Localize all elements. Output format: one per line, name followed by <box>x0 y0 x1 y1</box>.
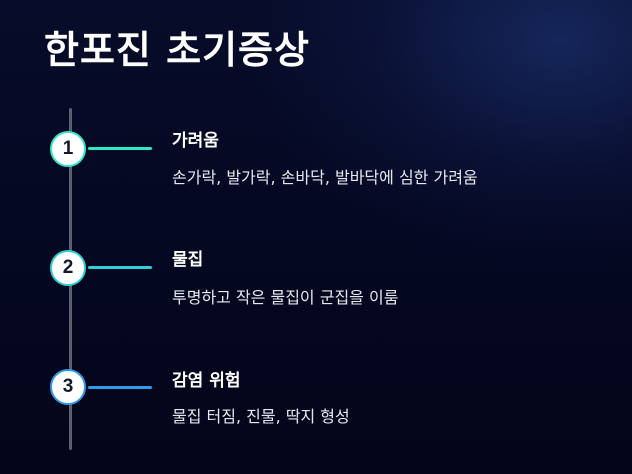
step-description: 물집 터짐, 진물, 딱지 형성 <box>172 407 350 426</box>
step-description: 투명하고 작은 물집이 군집을 이룸 <box>172 288 399 307</box>
step-number-badge: 3 <box>50 369 86 405</box>
step-description: 손가락, 발가락, 손바닥, 발바닥에 심한 가려움 <box>172 168 478 187</box>
step-number-badge: 1 <box>50 131 86 167</box>
slide-title: 한포진 초기증상 <box>44 28 310 72</box>
step-number-badge: 2 <box>50 250 86 286</box>
step-connector <box>88 266 152 269</box>
step-title: 가려움 <box>172 131 219 151</box>
step-title: 물집 <box>172 250 204 270</box>
step-connector <box>88 386 152 389</box>
step-title: 감염 위험 <box>172 371 241 391</box>
step-connector <box>88 147 152 150</box>
